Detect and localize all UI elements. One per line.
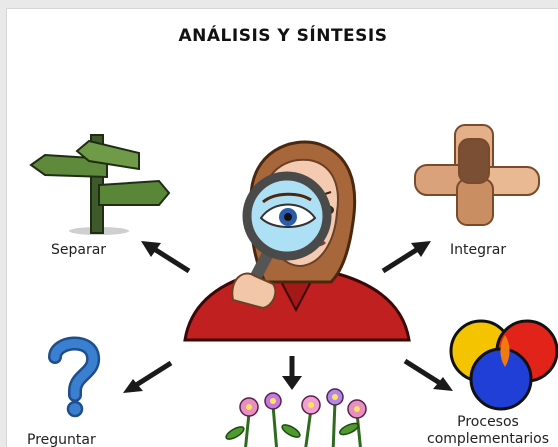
arrow-to-flowers xyxy=(282,356,302,390)
slide: ANÁLISIS Y SÍNTESIS Separar Integrar xyxy=(6,8,558,447)
question-mark-icon xyxy=(48,336,101,418)
detective-woman-figure xyxy=(183,140,411,342)
signpost-icon xyxy=(29,134,171,235)
node-label-separar: Separar xyxy=(51,242,107,258)
procesos-line-2: complementarios xyxy=(427,431,549,447)
flowers-icon xyxy=(225,388,367,447)
arrow-to-integrar xyxy=(381,241,431,274)
procesos-line-1: Procesos xyxy=(457,414,519,430)
arrow-to-preguntar xyxy=(123,360,173,393)
node-label-preguntar: Preguntar xyxy=(27,432,96,447)
node-label-procesos: Procesos complementarios xyxy=(413,414,558,447)
arrow-to-procesos xyxy=(403,358,453,391)
joined-hands-icon xyxy=(414,124,540,226)
slide-title: ANÁLISIS Y SÍNTESIS xyxy=(178,26,388,46)
color-venn-icon xyxy=(449,319,558,411)
node-label-integrar: Integrar xyxy=(450,242,507,258)
arrow-to-separar xyxy=(141,241,191,274)
